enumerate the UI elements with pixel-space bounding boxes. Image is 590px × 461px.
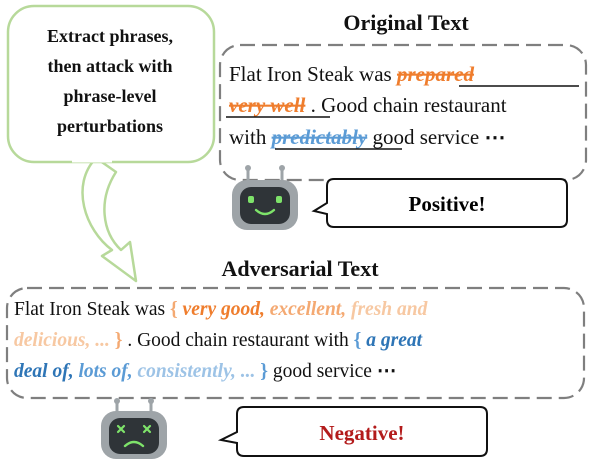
adversarial-line-2: delicious, ... } . Good chain restaurant… (14, 330, 423, 351)
substitution-fresh-and: fresh and (351, 299, 428, 320)
original-ellipsis: ⋯ (484, 125, 505, 149)
positive-prediction: Positive! (409, 192, 486, 216)
positive-speech-bubble: Positive! (311, 178, 568, 228)
robot-negative-icon (101, 398, 167, 459)
adversarial-text-box (5, 286, 586, 400)
adversarial-line-3: deal of, lots of, consistently, ... } go… (14, 361, 396, 382)
negative-prediction: Negative! (319, 421, 404, 445)
instruction-line-3: phrase-level (64, 86, 157, 106)
adversarial-open-brace-1: { (170, 299, 178, 320)
substitution-excellent: excellent, (270, 299, 346, 320)
instruction-line-1: Extract phrases, (47, 26, 173, 46)
original-line-3-rest: good service (372, 125, 484, 149)
adversarial-close-brace-2: } (260, 361, 268, 382)
instruction-callout: Extract phrases, then attack with phrase… (6, 4, 216, 283)
original-line-2: very well . Good chain restaurant (229, 93, 507, 117)
original-line-2-rest: . Good chain restaurant (311, 93, 507, 117)
original-heading: Original Text (343, 10, 469, 35)
adversarial-heading: Adversarial Text (221, 256, 379, 281)
substitution-delicious: delicious, ... (14, 330, 110, 351)
original-phrase-1a: prepared (395, 62, 474, 86)
adversarial-line-1: Flat Iron Steak was { very good, excelle… (14, 299, 428, 320)
original-line-3-prefix: with (229, 125, 272, 149)
instruction-line-2: then attack with (48, 56, 173, 76)
robot-positive-icon (232, 165, 298, 230)
instruction-line-4: perturbations (57, 116, 163, 136)
adversarial-line-2-mid: . Good chain restaurant with (127, 330, 353, 351)
original-phrase-1b: very well (229, 93, 306, 117)
substitution-very-good: very good, (183, 299, 265, 320)
substitution-deal-of: deal of, (14, 361, 74, 382)
substitution-consistently: consistently, ... (138, 361, 256, 382)
callout-arrow-shape (81, 156, 138, 283)
original-line-1-prefix: Flat Iron Steak was (229, 62, 397, 86)
substitution-lots-of: lots of, (78, 361, 132, 382)
adversarial-line-1-prefix: Flat Iron Steak was (14, 299, 170, 320)
original-phrase-2: predictably (270, 125, 368, 149)
negative-speech-bubble: Negative! (217, 406, 488, 457)
adversarial-line-3-rest: good service (273, 361, 377, 382)
substitution-a-great: a great (366, 330, 422, 351)
original-line-3: with predictably good service ⋯ (229, 125, 505, 149)
adversarial-close-brace-1: } (115, 330, 123, 351)
adversarial-ellipsis: ⋯ (377, 361, 397, 382)
adversarial-open-brace-2: { (354, 330, 362, 351)
original-line-1: Flat Iron Steak was prepared (229, 62, 474, 86)
